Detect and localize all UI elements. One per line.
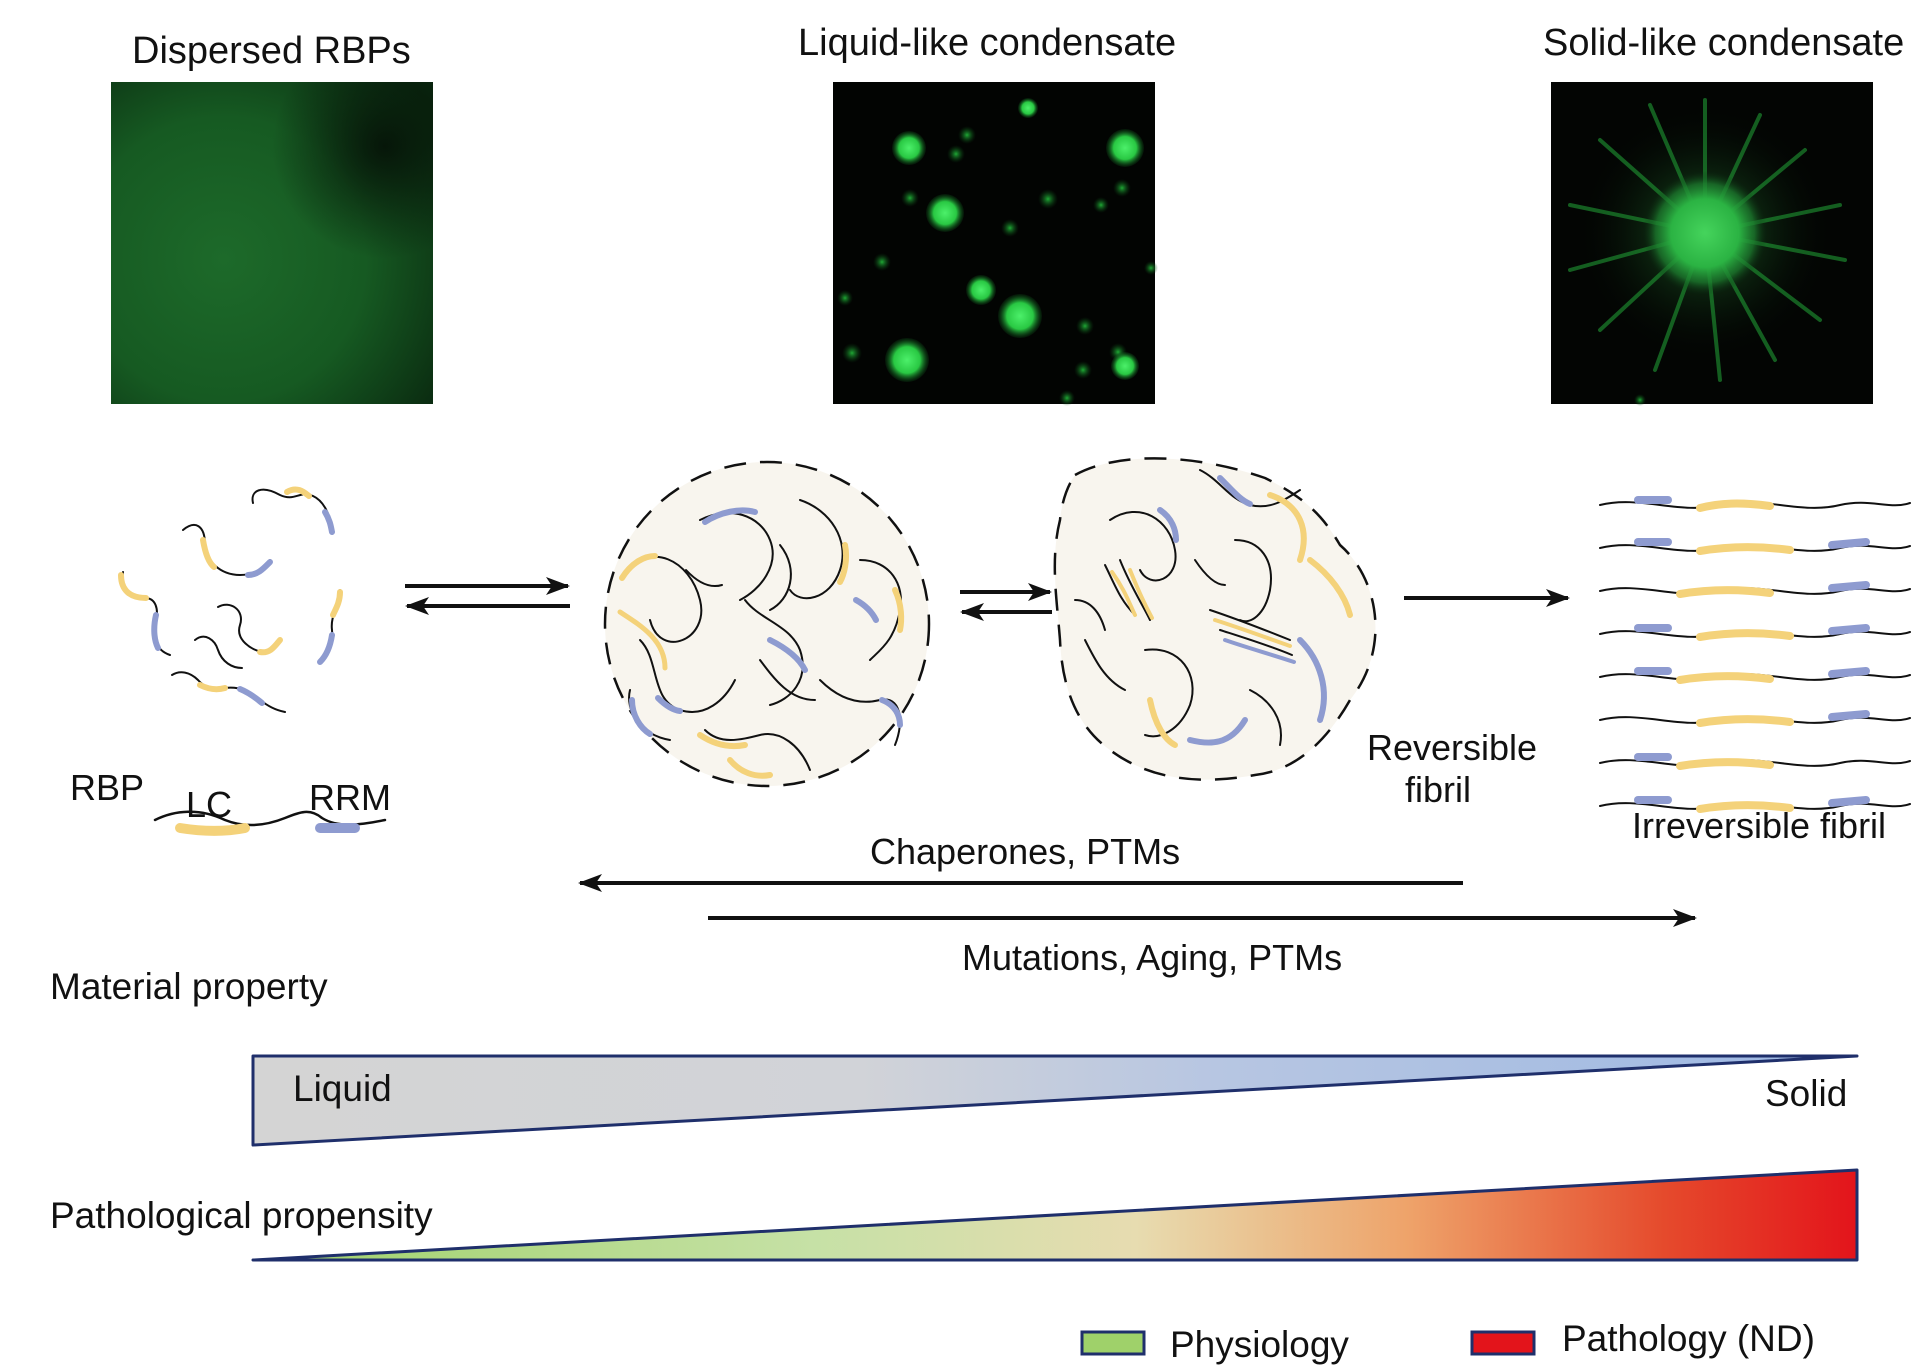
liquid-droplet-schematic: [603, 460, 931, 788]
label-chaperones-ptms: Chaperones, PTMs: [870, 831, 1181, 872]
dispersed-strands: [118, 486, 343, 713]
pathology-swatch: [1470, 1330, 1536, 1356]
micrograph-liquid: [833, 82, 1158, 406]
label-lc: LC: [186, 784, 233, 825]
material-property-wedge: [251, 1054, 1859, 1147]
rbp-legend-strand: [153, 810, 387, 836]
reversible-fibril-droplet: [1053, 457, 1377, 781]
label-mutations-aging-ptms: Mutations, Aging, PTMs: [962, 937, 1343, 978]
micrograph-dispersed: [111, 82, 433, 404]
title-dispersed-rbps: Dispersed RBPs: [132, 30, 411, 72]
label-fibril: fibril: [1405, 769, 1472, 810]
label-rrm: RRM: [309, 777, 391, 818]
label-rbp: RBP: [70, 767, 145, 808]
physiology-swatch: [1080, 1330, 1146, 1356]
legend-physiology: Physiology: [1170, 1324, 1349, 1365]
title-liquid-condensate: Liquid-like condensate: [798, 22, 1177, 64]
pathological-propensity-wedge: [251, 1168, 1859, 1262]
legend-pathology: Pathology (ND): [1562, 1318, 1815, 1359]
label-material-property: Material property: [50, 966, 328, 1007]
irreversible-fibril-stack: [1599, 496, 1911, 813]
equilibrium-arrow-1: [405, 577, 570, 615]
label-pathological-propensity: Pathological propensity: [50, 1195, 433, 1236]
equilibrium-arrow-2: [960, 583, 1052, 621]
label-reversible: Reversible: [1367, 727, 1538, 768]
label-liquid: Liquid: [293, 1068, 392, 1109]
label-solid: Solid: [1765, 1073, 1848, 1114]
label-irreversible-fibril: Irreversible fibril: [1632, 805, 1887, 846]
title-solid-condensate: Solid-like condensate: [1543, 22, 1905, 64]
micrograph-solid: [1551, 82, 1873, 406]
